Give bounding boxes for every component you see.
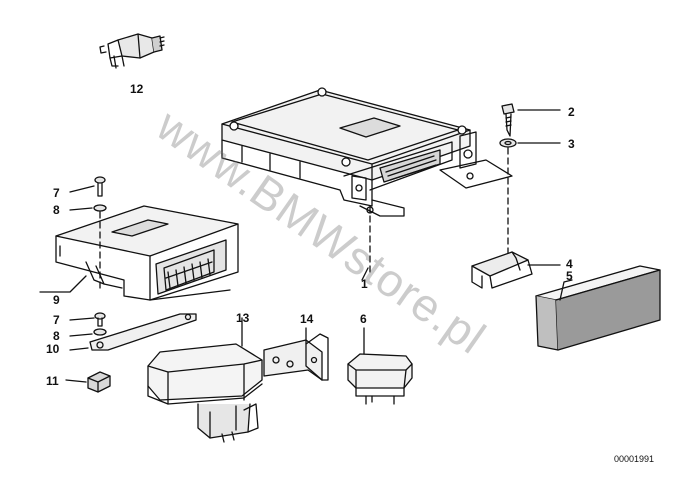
control-unit-part-1	[221, 87, 513, 281]
callout-4: 4	[566, 257, 573, 271]
screw-part-7-lower	[69, 312, 106, 327]
nut-clip-part-11	[65, 371, 111, 393]
callout-14: 14	[300, 312, 314, 326]
callout-3: 3	[568, 137, 575, 151]
callout-9: 9	[53, 293, 60, 307]
bracket-part-14	[263, 327, 329, 381]
callout-10: 10	[46, 342, 60, 356]
callout-8-upper: 8	[53, 203, 60, 217]
washer-part-8-upper	[69, 204, 107, 293]
screw-part-7-upper	[69, 176, 106, 197]
washer-part-3	[499, 138, 561, 263]
callout-6: 6	[360, 312, 367, 326]
washer-part-8-lower	[69, 328, 107, 337]
clip-part-4	[471, 251, 561, 289]
callout-5: 5	[566, 269, 573, 283]
callout-7-lower: 7	[53, 313, 60, 327]
callout-2: 2	[568, 105, 575, 119]
callout-8-lower: 8	[53, 329, 60, 343]
control-unit-part-9	[55, 205, 239, 301]
relay-housing-part-13	[147, 317, 263, 443]
sensor-part-12	[99, 33, 165, 69]
strip-part-5	[535, 265, 661, 351]
document-number: 00001991	[614, 454, 655, 464]
callout-7-upper: 7	[53, 186, 60, 200]
callout-1: 1	[361, 277, 368, 291]
bracket-part-10	[69, 313, 197, 351]
relay-part-6	[347, 327, 413, 405]
callout-12: 12	[130, 82, 144, 96]
callout-11: 11	[46, 374, 59, 388]
callout-13: 13	[236, 311, 250, 325]
screw-part-2	[501, 103, 561, 137]
